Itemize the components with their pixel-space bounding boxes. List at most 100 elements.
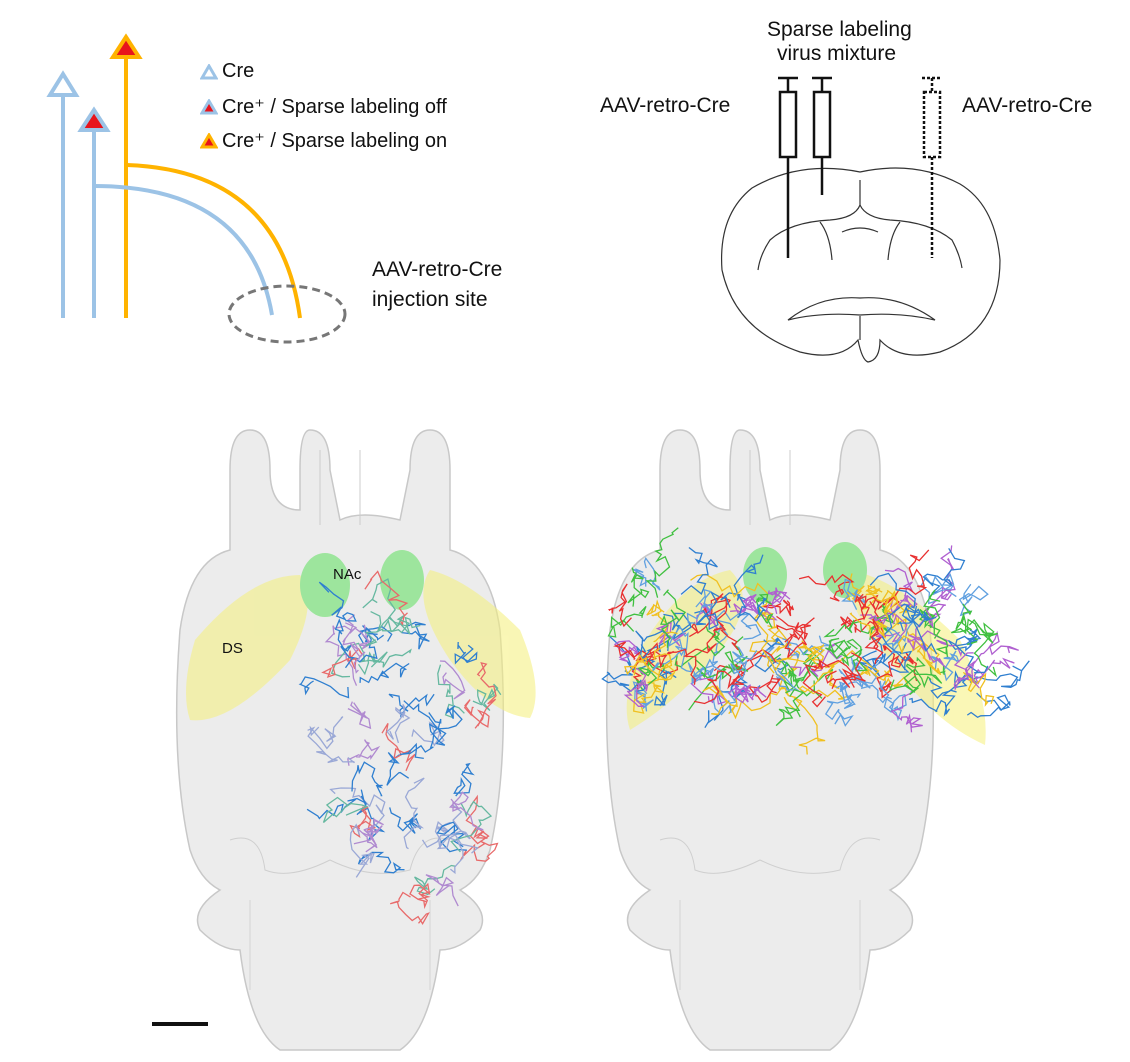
axon-trace (767, 587, 791, 606)
axon-trace (608, 583, 632, 628)
axon-trace (613, 640, 642, 663)
axon-schematic (46, 33, 347, 344)
axon-trace (882, 644, 918, 682)
axon-traces-sparse-off (298, 570, 502, 925)
axon-trace (683, 627, 723, 685)
axon-trace (460, 840, 499, 862)
axon-trace (888, 668, 932, 696)
axon-trace (318, 581, 357, 622)
injection-label-1: AAV-retro-Cre (372, 258, 503, 281)
axon-trace (472, 683, 502, 711)
axon-trace (388, 693, 435, 718)
axon-trace (776, 615, 815, 641)
axon-trace (878, 642, 913, 673)
axon-trace (386, 752, 410, 786)
legend-item-cre-pos-on: Cre⁺ / Sparse labeling on (200, 128, 447, 153)
axon-trace (728, 686, 798, 720)
axon-trace (922, 547, 966, 594)
axon-trace (747, 674, 781, 704)
axon-trace (825, 637, 850, 667)
axon-trace (864, 618, 884, 665)
ds-region-left (186, 575, 308, 721)
injection-label-2: injection site (372, 288, 488, 311)
axon-trace (623, 653, 673, 681)
legend-label: Cre⁺ / Sparse labeling on (222, 130, 448, 152)
axon-trace (359, 662, 410, 684)
axon-trace (357, 851, 405, 874)
axon-trace (663, 612, 692, 640)
sparse-label-2: virus mixture (777, 42, 897, 65)
axon-trace (381, 723, 416, 771)
axon-trace (865, 584, 883, 599)
axon-trace (349, 823, 375, 878)
axon-trace (454, 641, 478, 665)
axon-trace (632, 556, 661, 591)
axon-trace (409, 882, 431, 910)
axon-trace (403, 777, 425, 850)
triangle-icon (200, 98, 218, 114)
axon-trace (755, 593, 774, 629)
axon-trace (322, 796, 369, 823)
axon-trace (627, 567, 650, 607)
axon-trace (869, 572, 916, 662)
axon-trace (403, 700, 447, 746)
axon-trace (968, 618, 999, 644)
axon-trace (351, 761, 383, 797)
axon-trace (702, 685, 738, 716)
legend-label: Cre⁺ / Sparse labeling off (222, 96, 447, 118)
legend-item-cre: Cre (200, 60, 254, 83)
coronal-section (720, 76, 1001, 363)
axon-trace (694, 590, 720, 631)
axon-trace (411, 721, 445, 747)
axon-trace (688, 596, 732, 638)
axon-trace (853, 672, 890, 704)
axon-trace (841, 578, 867, 610)
axon-trace (737, 595, 767, 623)
axon-trace (798, 670, 848, 700)
axon-trace (356, 825, 383, 849)
axon-trace (688, 636, 748, 711)
axon-trace (954, 635, 989, 674)
axon-trace (389, 807, 422, 834)
cre-neg-soma-icon (46, 70, 80, 97)
axon-trace (439, 660, 466, 700)
axon-trace (797, 640, 826, 661)
axon-trace (633, 679, 666, 714)
axon-trace (783, 696, 826, 755)
aav-left-label: AAV-retro-Cre (600, 94, 731, 117)
axon-trace (609, 636, 656, 671)
axon-trace (887, 549, 930, 602)
axon-trace (931, 650, 960, 682)
axon-trace (700, 624, 729, 676)
axon-trace (897, 635, 942, 676)
syringe-left (778, 76, 798, 258)
axon-trace (787, 648, 822, 683)
axon-trace (730, 646, 758, 681)
axon-trace (835, 681, 856, 710)
axon-trace (414, 864, 456, 896)
axon-trace (922, 589, 949, 657)
axon-trace (727, 684, 749, 704)
cre-pos-on-soma-icon (109, 33, 143, 59)
axon-trace (632, 681, 654, 712)
axon-trace (839, 616, 880, 633)
axon-trace (386, 704, 411, 744)
axon-trace (324, 625, 358, 686)
axon-trace (346, 614, 373, 650)
brain-left (175, 429, 505, 1051)
triangle-icon (200, 132, 218, 148)
axon-trace (776, 624, 808, 658)
axon-trace (342, 622, 366, 674)
axon-trace (448, 791, 484, 831)
axon-trace (309, 716, 344, 750)
ds-region-right (423, 570, 536, 718)
axon-trace (761, 640, 822, 672)
axon-trace (890, 690, 923, 733)
axon-trace (925, 589, 952, 629)
axon-trace (453, 762, 475, 797)
axon-trace (428, 705, 463, 730)
nac-region-right (380, 550, 424, 610)
axon-trace (474, 661, 497, 729)
legend-item-cre-pos-off: Cre⁺ / Sparse labeling off (200, 94, 447, 119)
